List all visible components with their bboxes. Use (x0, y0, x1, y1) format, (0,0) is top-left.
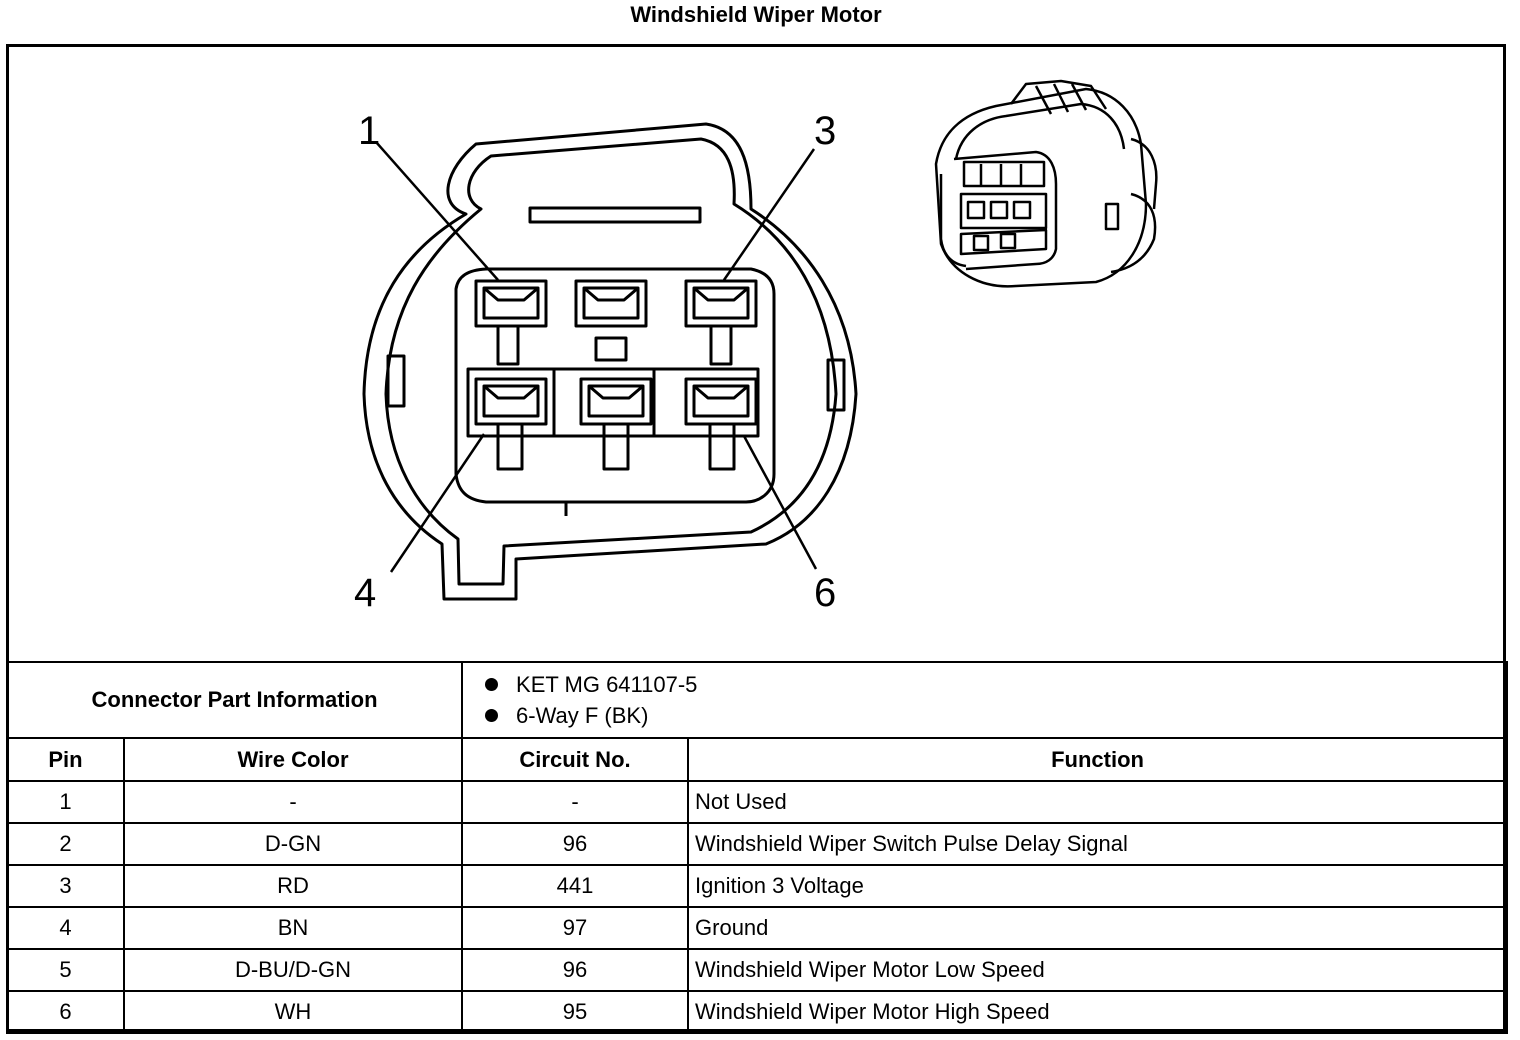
column-header-wire-color: Wire Color (122, 737, 464, 782)
circuit-cell: 95 (461, 990, 690, 1034)
bullet-icon (485, 709, 499, 722)
latch-slot (528, 206, 702, 224)
leader-line-3 (722, 148, 816, 281)
table-row: 2 D-GN 96 Windshield Wiper Switch Pulse … (6, 822, 1509, 866)
terminal-6 (684, 377, 758, 471)
connector-info-label: Connector Part Information (5, 661, 464, 739)
connector-info-item: 6-Way F (BK) (485, 700, 1506, 731)
terminal-1 (474, 279, 548, 366)
function-cell: Not Used (687, 780, 1509, 824)
bullet-icon (485, 678, 499, 691)
connector-info-item: KET MG 641107-5 (485, 669, 1506, 700)
column-header-function: Function (687, 737, 1509, 782)
connector-isometric-view (934, 79, 1158, 288)
connector-info-row: Connector Part Information KET MG 641107… (5, 661, 1509, 739)
function-cell: Windshield Wiper Motor Low Speed (687, 948, 1509, 992)
function-cell: Ignition 3 Voltage (687, 864, 1509, 908)
connector-drawing: 1 3 4 6 (354, 79, 1158, 615)
left-rib (386, 354, 406, 408)
callout-6: 6 (814, 571, 836, 615)
pin-cell: 2 (6, 822, 125, 866)
leader-line-1 (375, 141, 499, 281)
function-cell: Ground (687, 906, 1509, 950)
table-row: 5 D-BU/D-GN 96 Windshield Wiper Motor Lo… (6, 948, 1509, 992)
pinout-table: Connector Part Information KET MG 641107… (5, 661, 1509, 1034)
connector-info-list: KET MG 641107-5 6-Way F (BK) (461, 661, 1509, 739)
right-rib (826, 358, 846, 412)
table-header-row: Pin Wire Color Circuit No. Function (6, 737, 1509, 782)
table-row: 1 - - Not Used (6, 780, 1509, 824)
circuit-cell: 96 (461, 822, 690, 866)
function-cell: Windshield Wiper Switch Pulse Delay Sign… (687, 822, 1509, 866)
pin-cell: 1 (6, 780, 125, 824)
callout-4: 4 (354, 571, 376, 615)
terminal-5 (579, 377, 653, 471)
wire-color-cell: BN (122, 906, 464, 950)
pin-cell: 3 (6, 864, 125, 908)
circuit-cell: - (461, 780, 690, 824)
pin-cell: 6 (6, 990, 125, 1034)
column-header-circuit-no: Circuit No. (461, 737, 690, 782)
leader-line-6 (742, 435, 818, 570)
circuit-cell: 96 (461, 948, 690, 992)
pin-cell: 4 (6, 906, 125, 950)
lower-shelf (466, 367, 760, 438)
wire-color-cell: WH (122, 990, 464, 1034)
column-header-pin: Pin (6, 737, 125, 782)
connector-housing-inner (384, 137, 838, 586)
circuit-cell: 97 (461, 906, 690, 950)
cavity-block (454, 267, 776, 504)
connector-housing-outer (362, 122, 858, 601)
terminal-2 (574, 279, 648, 362)
page-title: Windshield Wiper Motor (630, 2, 882, 27)
table-row: 3 RD 441 Ignition 3 Voltage (6, 864, 1509, 908)
connector-part-number: KET MG 641107-5 (516, 671, 698, 697)
terminal-4 (474, 377, 548, 471)
wire-color-cell: RD (122, 864, 464, 908)
leader-line-4 (389, 433, 486, 573)
table-row: 4 BN 97 Ground (6, 906, 1509, 950)
wire-color-cell: D-BU/D-GN (122, 948, 464, 992)
table-row: 6 WH 95 Windshield Wiper Motor High Spee… (6, 990, 1509, 1034)
connector-description: 6-Way F (BK) (516, 702, 649, 728)
terminal-3 (684, 279, 758, 366)
callout-3: 3 (814, 109, 836, 153)
callout-1: 1 (358, 109, 380, 153)
function-cell: Windshield Wiper Motor High Speed (687, 990, 1509, 1034)
wire-color-cell: - (122, 780, 464, 824)
wire-color-cell: D-GN (122, 822, 464, 866)
circuit-cell: 441 (461, 864, 690, 908)
pin-cell: 5 (6, 948, 125, 992)
